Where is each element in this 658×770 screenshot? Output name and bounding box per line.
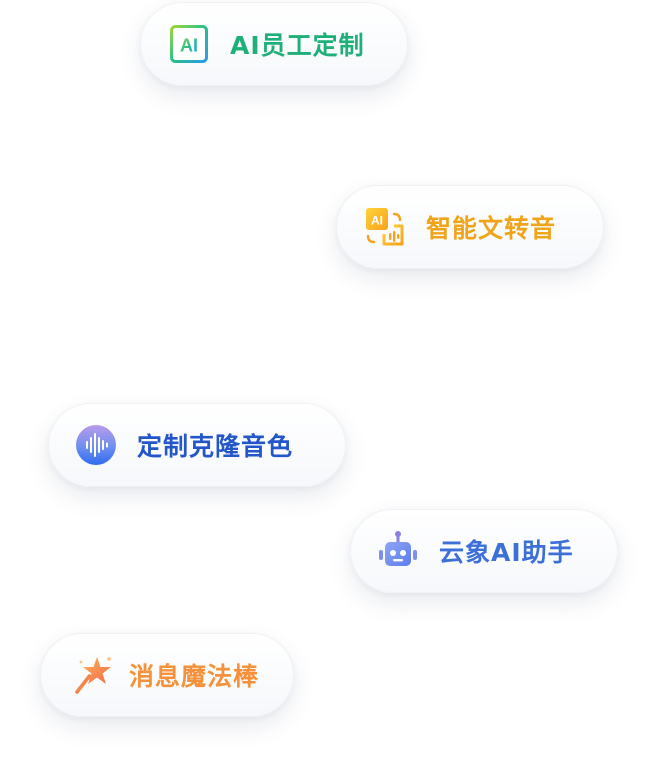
ai-employee-label: AI员工定制 [230,31,365,60]
yunxiang-ai-assistant-button[interactable]: 云象AI助手 [350,509,618,593]
ai-employee-custom-button[interactable]: AI AI员工定制 [140,2,408,86]
voice-clone-label: 定制克隆音色 [137,432,294,461]
magic-wand-label: 消息魔法棒 [129,662,260,691]
smart-text-to-speech-button[interactable]: AI 智能文转音 [336,185,604,269]
ai-badge-text: AI [180,36,198,56]
text-to-speech-label: 智能文转音 [426,214,557,243]
text-to-speech-badge-text: AI [371,214,383,228]
ai-assistant-label: 云象AI助手 [439,538,574,567]
message-magic-wand-button[interactable]: 消息魔法棒 [40,633,294,717]
ai-badge-icon: AI [168,23,210,65]
custom-voice-clone-button[interactable]: 定制克隆音色 [48,403,346,487]
robot-icon [377,530,419,572]
magic-wand-icon [73,654,115,696]
text-to-speech-icon: AI [364,206,406,248]
voice-wave-icon [75,424,117,466]
